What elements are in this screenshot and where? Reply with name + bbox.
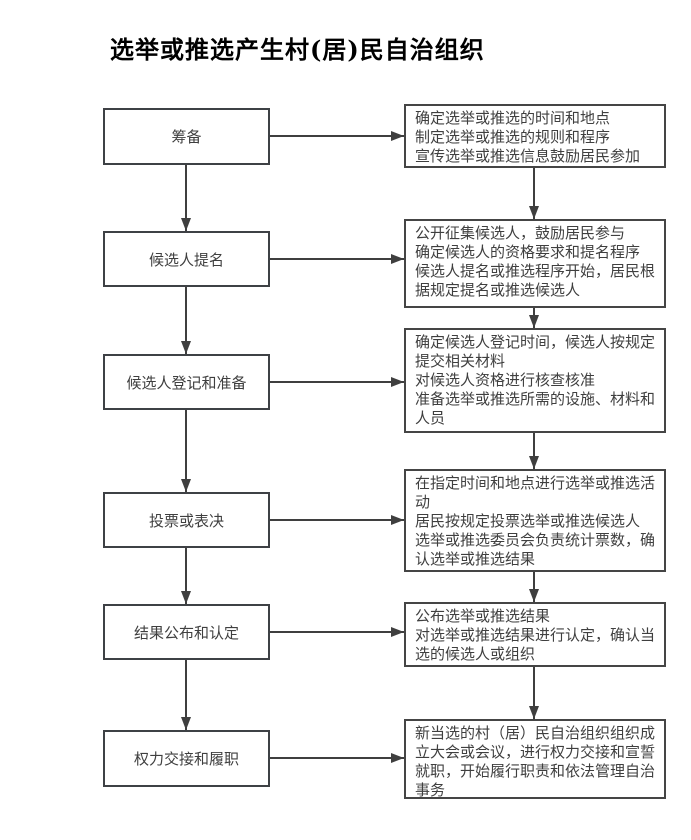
step-box-candidate-registration: 候选人登记和准备 [103, 354, 270, 410]
detail-box-power-handover: 新当选的村（居）民自治组织组织成立大会或会议，进行权力交接和宣誓就职，开始履行职… [404, 719, 666, 799]
detail-box-candidate-registration: 确定候选人登记时间，候选人按规定提交相关材料 对候选人资格进行核查核准 准备选举… [404, 328, 666, 433]
detail-box-preparation: 确定选举或推选的时间和地点 制定选举或推选的规则和程序 宣传选举或推选信息鼓励居… [404, 104, 666, 168]
step-box-result-announcement: 结果公布和认定 [103, 604, 270, 660]
step-box-voting: 投票或表决 [103, 492, 270, 548]
step-box-preparation: 筹备 [103, 108, 270, 165]
detail-box-result-announcement: 公布选举或推选结果 对选举或推选结果进行认定，确认当选的候选人或组织 [404, 602, 666, 667]
step-box-candidate-nomination: 候选人提名 [103, 231, 270, 287]
page-title: 选举或推选产生村(居)民自治组织 [110, 35, 485, 64]
detail-box-candidate-nomination: 公开征集候选人，鼓励居民参与 确定候选人的资格要求和提名程序 候选人提名或推选程… [404, 219, 666, 308]
detail-box-voting: 在指定时间和地点进行选举或推选活动 居民按规定投票选举或推选候选人 选举或推选委… [404, 469, 666, 572]
step-box-power-handover: 权力交接和履职 [103, 730, 270, 787]
